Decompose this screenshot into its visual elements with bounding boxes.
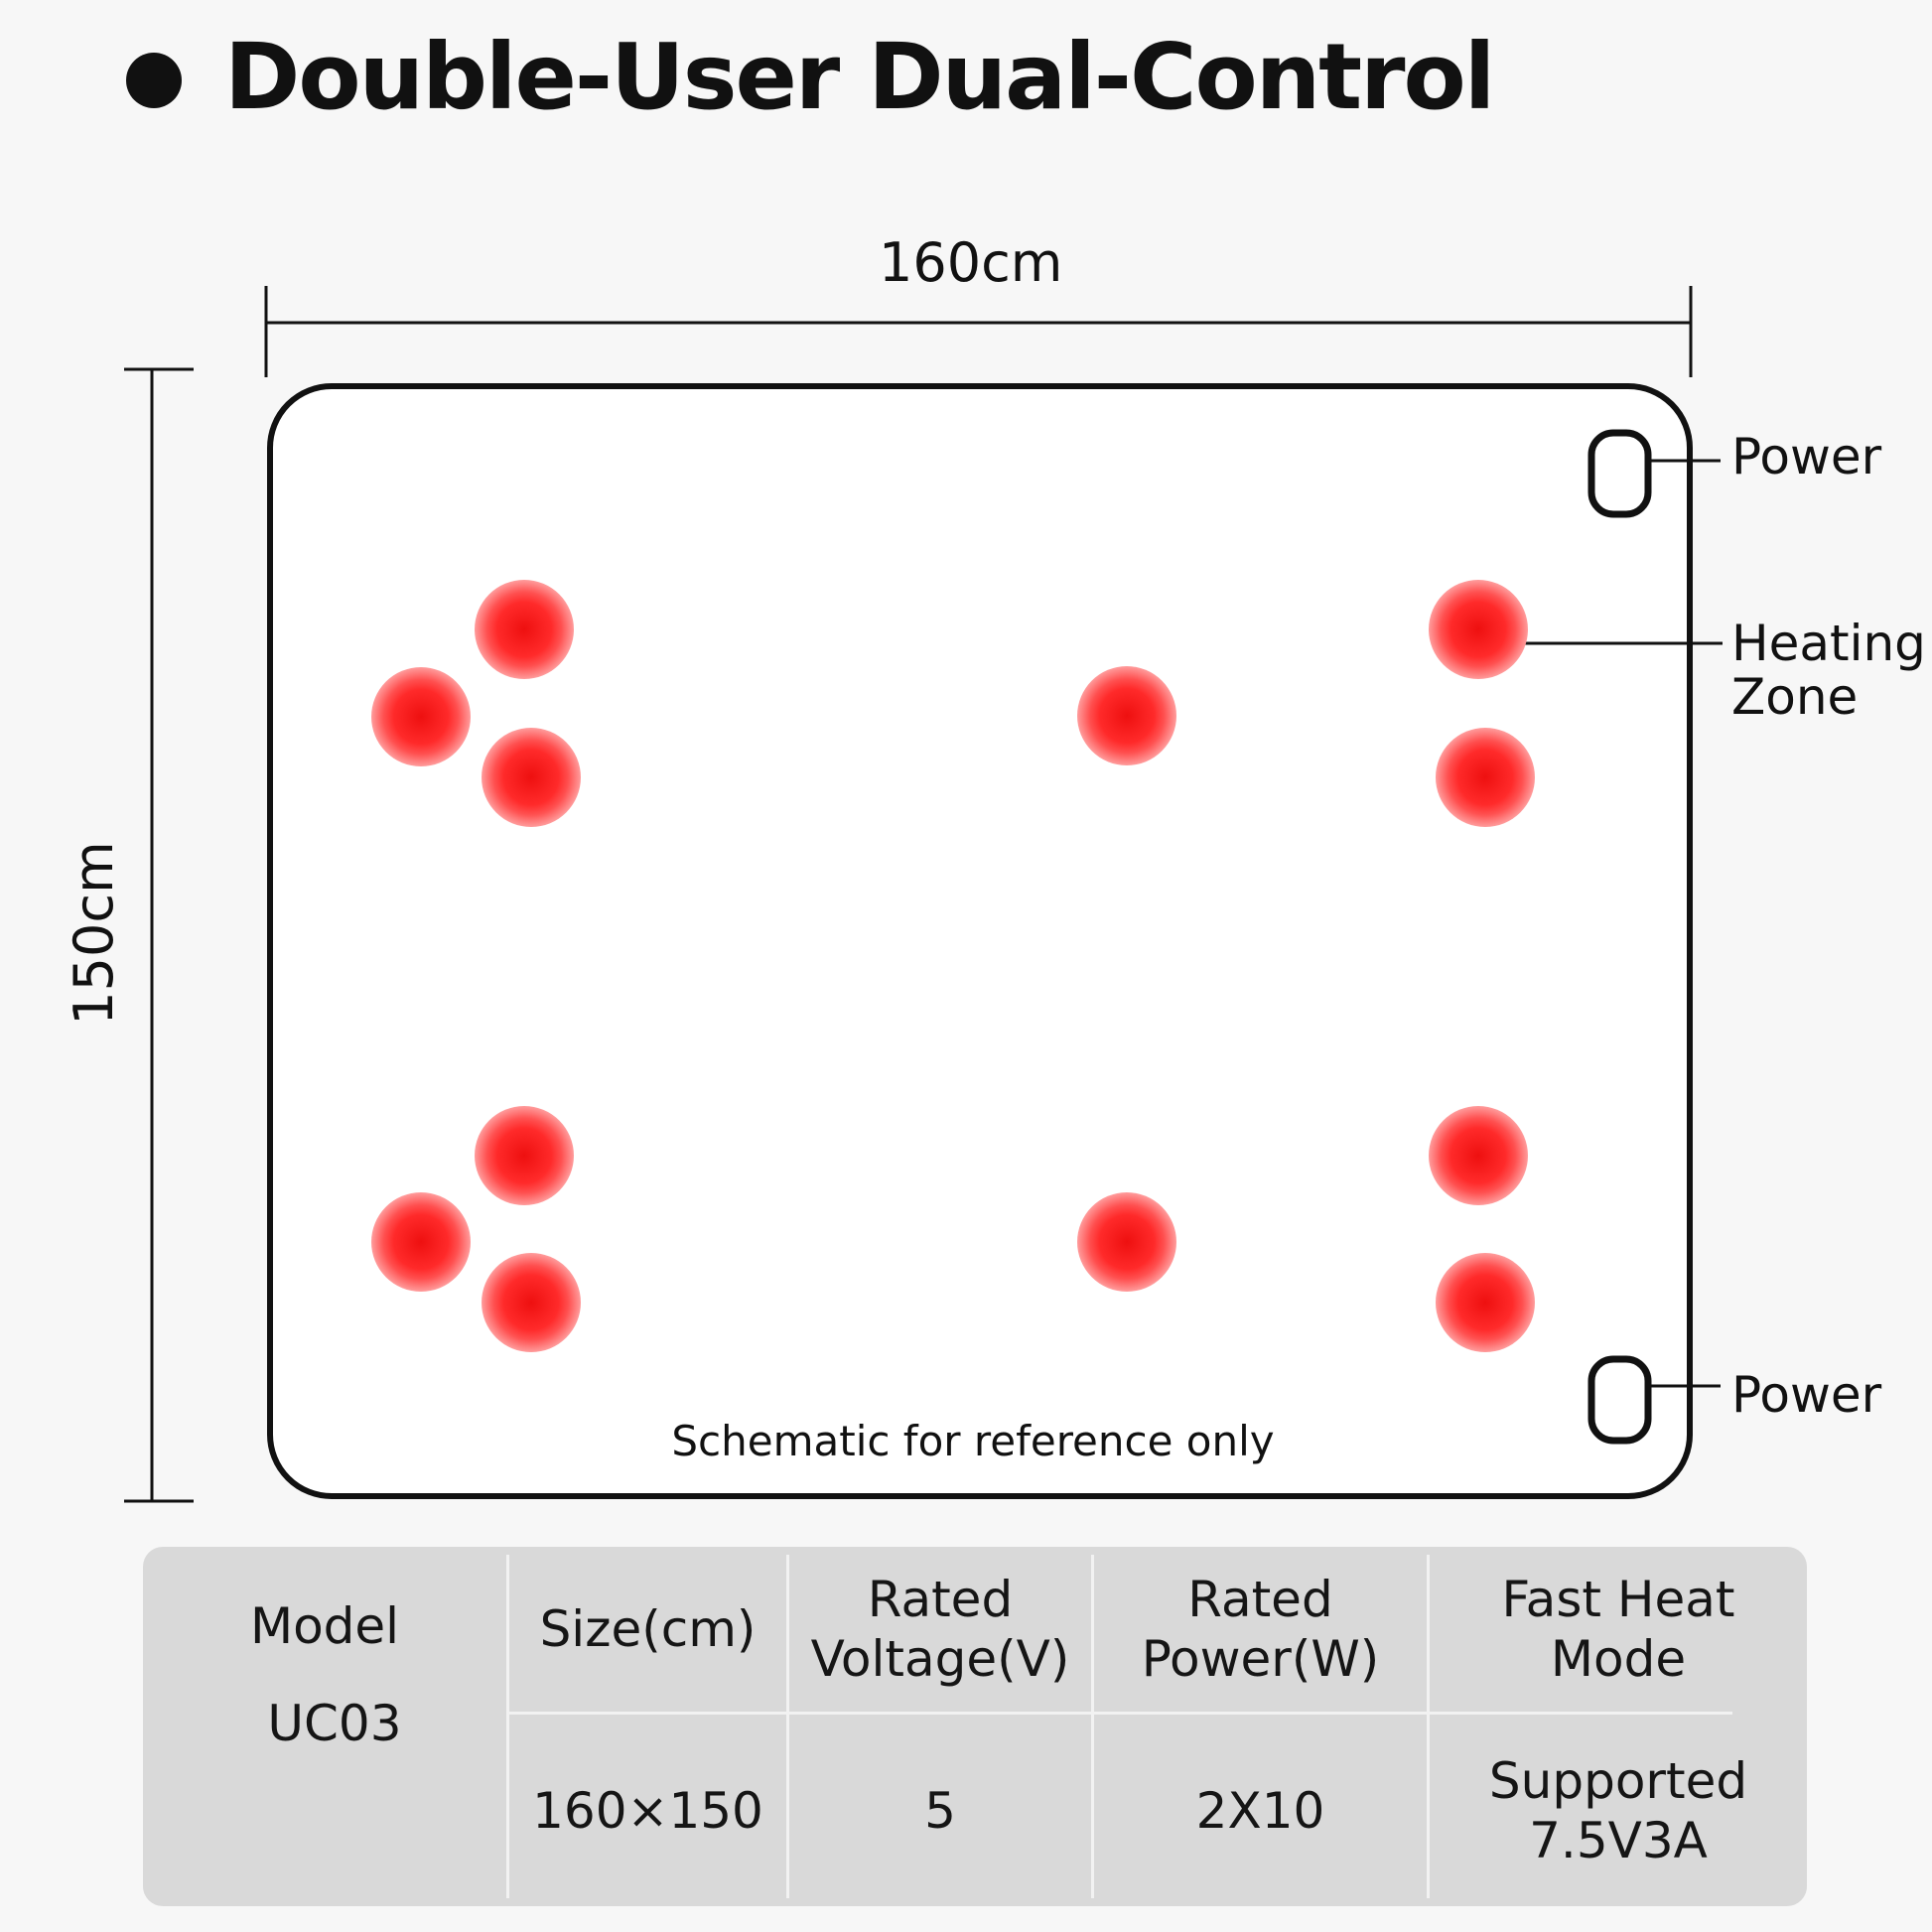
model-value: UC03 [153, 1674, 516, 1773]
power-value: 2X10 [1094, 1715, 1427, 1906]
heating-zone-dot [1077, 666, 1176, 765]
heating-zone-dot [475, 1106, 574, 1205]
schematic-note: Schematic for reference only [671, 1417, 1275, 1465]
power-controller-top [1587, 429, 1652, 518]
table-divider [1091, 1555, 1094, 1898]
size-value: 160×150 [509, 1715, 786, 1906]
height-label: 150cm [63, 841, 125, 1026]
height-dimension [124, 367, 194, 1503]
voltage-value: 5 [789, 1715, 1091, 1906]
power-header: Rated Power(W) [1094, 1547, 1427, 1712]
power-top-label: Power [1731, 428, 1882, 485]
voltage-value-label: 5 [924, 1781, 956, 1840]
heating-zone-dot [371, 667, 471, 766]
heating-zone-dot [482, 728, 581, 827]
power-header-line1: Rated [1187, 1571, 1333, 1628]
heating-zone-dot [1436, 1253, 1535, 1352]
fast-heat-header: Fast Heat Mode [1430, 1547, 1807, 1712]
power-controller-bottom [1587, 1355, 1652, 1445]
model-value-label: UC03 [267, 1695, 402, 1752]
heating-zone-dot [475, 580, 574, 679]
page-title: Double-User Dual-Control [224, 24, 1495, 130]
heating-zone-dot [1077, 1192, 1176, 1292]
spec-table: Model UC03 Size(cm) 160×150 Rated Voltag… [143, 1547, 1807, 1906]
title-bullet [126, 53, 182, 108]
power-value-label: 2X10 [1195, 1781, 1325, 1840]
voltage-header-line1: Rated [867, 1571, 1014, 1628]
heating-zones [371, 580, 1535, 1352]
heating-zone-dot [1429, 1106, 1528, 1205]
table-row-divider [506, 1712, 1732, 1715]
size-header: Size(cm) [509, 1547, 786, 1712]
heating-zone-dot [1429, 580, 1528, 679]
heating-zone-label-line2: Zone [1731, 668, 1859, 726]
heating-zone-dot [1436, 728, 1535, 827]
heating-zone-dot [371, 1192, 471, 1292]
size-value-label: 160×150 [532, 1781, 763, 1840]
power-bottom-label: Power [1731, 1366, 1882, 1424]
width-dimension [264, 286, 1693, 377]
voltage-header-line2: Voltage(V) [810, 1630, 1070, 1688]
model-header-label: Model [249, 1597, 400, 1655]
power-header-line2: Power(W) [1141, 1630, 1380, 1688]
table-divider [786, 1555, 789, 1898]
fast-heat-value: Supported 7.5V3A [1430, 1715, 1807, 1906]
fast-heat-header-line1: Fast Heat [1501, 1571, 1735, 1628]
fast-heat-value-line1: Supported [1488, 1751, 1748, 1810]
model-header: Model [143, 1577, 506, 1676]
size-header-label: Size(cm) [539, 1600, 757, 1658]
voltage-header: Rated Voltage(V) [789, 1547, 1091, 1712]
heating-zone-dot [482, 1253, 581, 1352]
fast-heat-header-line2: Mode [1550, 1630, 1687, 1688]
width-label: 160cm [879, 231, 1063, 294]
mat-outline [267, 383, 1693, 1499]
fast-heat-value-line2: 7.5V3A [1529, 1811, 1708, 1869]
table-divider [506, 1555, 509, 1898]
heating-zone-label-line1: Heating [1731, 615, 1926, 672]
table-divider [1427, 1555, 1430, 1898]
